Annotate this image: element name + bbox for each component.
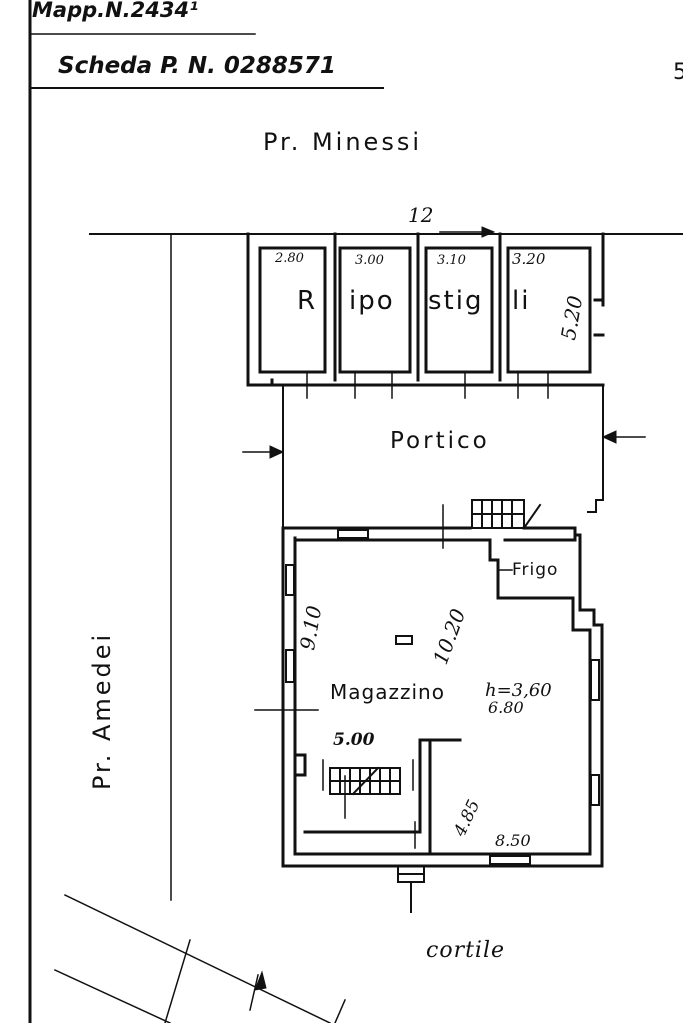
dimension-rip2: 3.00 <box>355 253 384 268</box>
dimension-rip3: 3.10 <box>437 253 466 268</box>
dimension-rip4: 3.20 <box>512 250 546 268</box>
frigo-label: Frigo <box>512 560 559 580</box>
edge-mark: 5 <box>673 60 683 85</box>
magazzino-label: Magazzino <box>330 680 445 704</box>
portico-stairs <box>471 499 542 530</box>
dimension-rip1: 2.80 <box>275 251 304 266</box>
road-lines <box>54 893 346 1023</box>
portico-label: Portico <box>390 428 490 454</box>
scheda-label: Scheda P. N. 0288571 <box>58 53 336 79</box>
dimension-mag-inner: 6.80 <box>488 698 524 717</box>
ripostigli-block <box>246 232 605 387</box>
magazzino-walls <box>281 526 604 868</box>
west-property-label: Pr. Amedei <box>88 631 116 790</box>
ripostigli-label-part: li <box>512 286 531 316</box>
dimension-lower-left: 5.00 <box>333 730 375 750</box>
ripostigli-label-part: R <box>297 286 318 316</box>
north-property-label: Pr. Minessi <box>263 128 422 156</box>
ripostigli-label-part: stig <box>428 286 484 316</box>
entrance-step <box>397 865 425 913</box>
mappale-label: Mapp.N.2434¹ <box>32 0 199 22</box>
cortile-label: cortile <box>426 938 506 963</box>
height-label: h=3,60 <box>485 680 552 701</box>
ripostigli-label-part: ipo <box>349 286 395 316</box>
portico-area <box>282 384 604 529</box>
interior-stairs <box>329 766 401 796</box>
magazzino-windows <box>285 529 600 865</box>
dimension-lower-right-h: 8.50 <box>495 831 531 850</box>
dimension-total-width: 12 <box>408 203 434 227</box>
pillar <box>395 635 413 645</box>
